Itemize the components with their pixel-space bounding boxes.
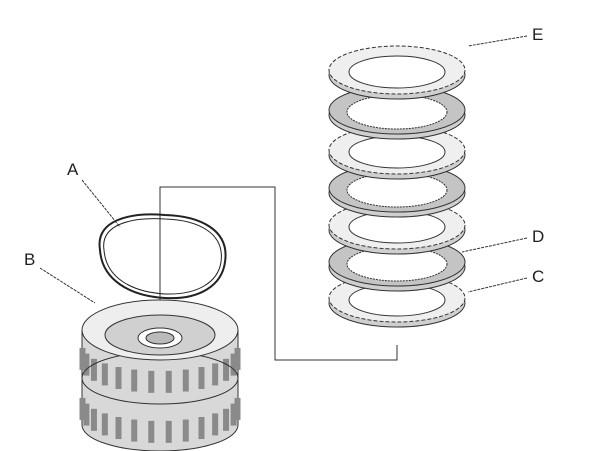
- drum-slot: [198, 417, 205, 440]
- drum-slot: [101, 363, 108, 386]
- drum-slot: [115, 417, 122, 440]
- steel-plate: [328, 45, 466, 100]
- drum-slot: [90, 408, 97, 431]
- drum-slot: [83, 353, 90, 376]
- drum-slot: [90, 358, 97, 381]
- callout-b: B: [24, 250, 36, 269]
- drum-slot: [165, 370, 172, 393]
- leader-c: [467, 277, 528, 293]
- drum-slot: [79, 397, 86, 420]
- drum-slot: [131, 369, 138, 392]
- leader-e: [467, 35, 528, 47]
- clutch-plate-stack: [328, 45, 466, 328]
- drum-slot: [101, 413, 108, 436]
- drum-slot: [83, 403, 90, 426]
- drum-slot: [182, 419, 189, 442]
- drum-slot: [115, 367, 122, 390]
- drum-slot: [182, 369, 189, 392]
- drum-slot: [165, 420, 172, 443]
- callout-c: C: [532, 267, 545, 286]
- drum-slot: [198, 367, 205, 390]
- callout-e: E: [532, 25, 544, 44]
- leader-b: [39, 267, 96, 304]
- friction-disc: [328, 85, 466, 140]
- callout-d: D: [532, 227, 545, 246]
- steel-plate: [328, 125, 466, 180]
- leader-d: [461, 237, 528, 253]
- steel-plate: [328, 200, 466, 255]
- drum-slot: [230, 403, 237, 426]
- snap-ring: [98, 213, 227, 300]
- drum-slot: [148, 420, 155, 443]
- drum-slot: [234, 397, 241, 420]
- drum-slot: [223, 358, 230, 381]
- connector-line: [159, 186, 398, 361]
- drum-slot: [230, 353, 237, 376]
- drum-slot: [131, 419, 138, 442]
- drum-slot: [79, 347, 86, 370]
- drum-slot: [212, 363, 219, 386]
- drum-slot: [234, 347, 241, 370]
- leader-a: [81, 179, 121, 228]
- drum-slot: [212, 413, 219, 436]
- clutch-drum: [79, 299, 241, 451]
- drum-slot: [148, 370, 155, 393]
- callout-a: A: [67, 160, 79, 179]
- drum-slot: [223, 408, 230, 431]
